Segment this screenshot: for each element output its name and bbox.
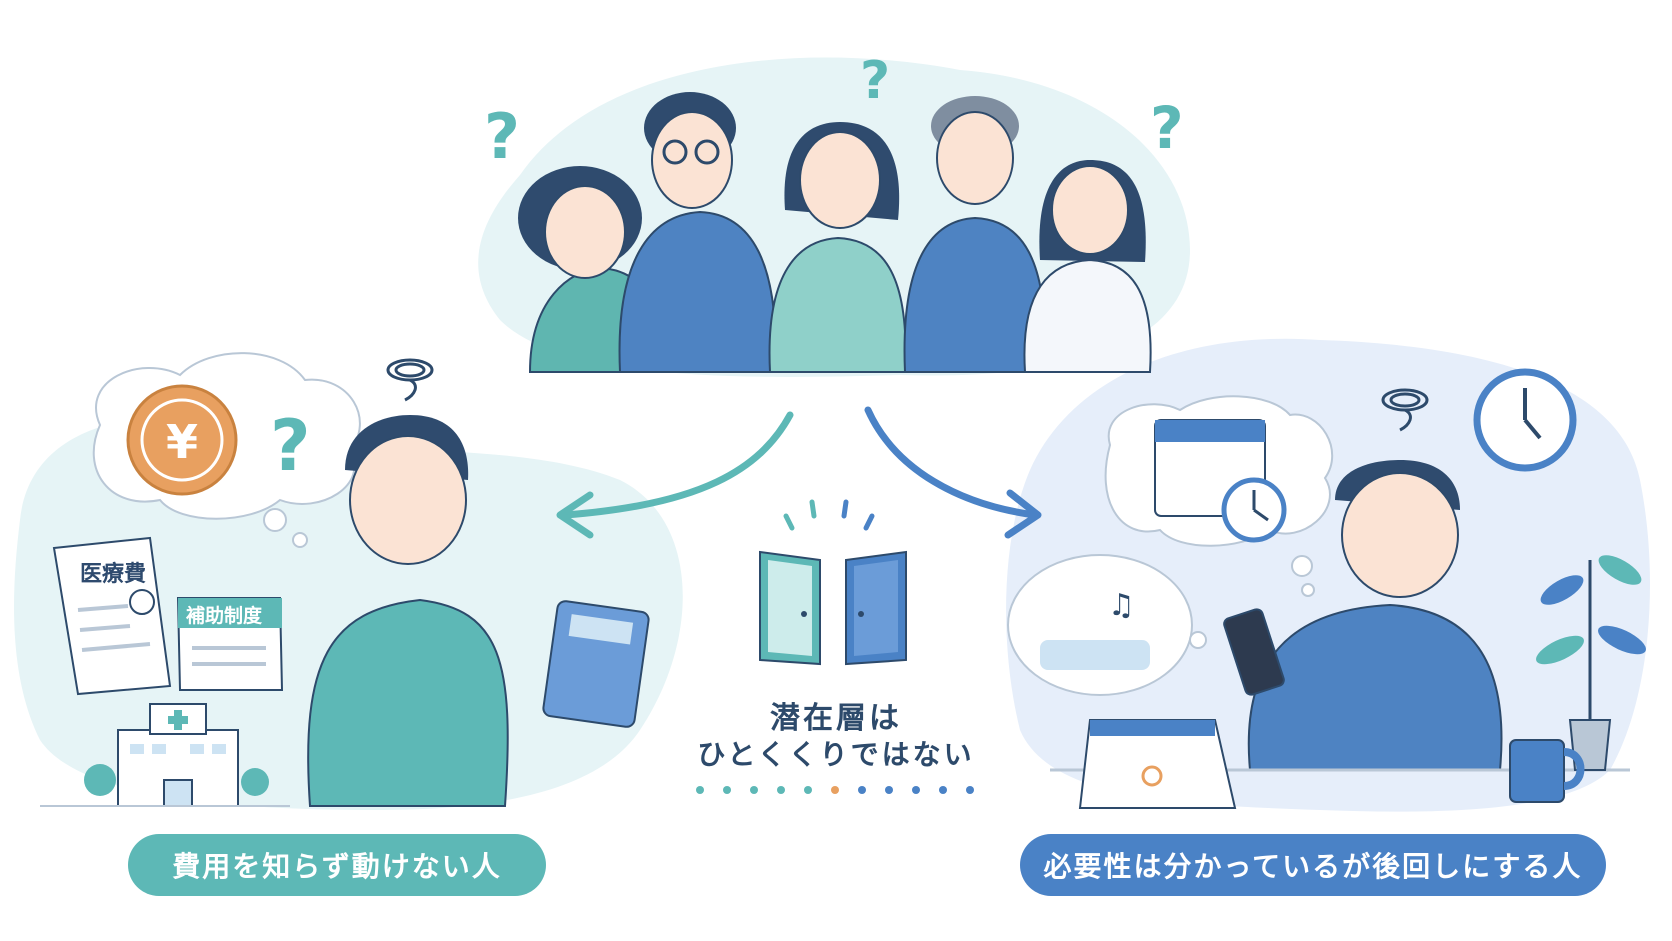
question-mark-icon: ? xyxy=(270,405,311,487)
center-title-line2: ひとくくりではない xyxy=(697,738,975,771)
hospital-icon xyxy=(40,703,290,807)
yen-coin-icon xyxy=(126,384,238,496)
coin-symbol: ¥ xyxy=(166,415,198,469)
center-title-line1: 潜在層は xyxy=(770,701,902,736)
arrow-head-right xyxy=(1004,489,1042,539)
wall-clock-icon xyxy=(1473,368,1577,472)
music-note-icon: ♫ xyxy=(1108,588,1135,623)
group-of-people xyxy=(518,92,1152,373)
person-man-with-phone xyxy=(1247,460,1503,771)
arrow-head-left xyxy=(556,491,594,539)
arrow-to-left-icon xyxy=(561,411,794,519)
question-mark-icon: ? xyxy=(484,100,520,173)
question-mark-icon: ? xyxy=(860,51,890,111)
dot-divider xyxy=(696,786,974,794)
right-group-label: 必要性は分かっているが後回しにする人 xyxy=(1020,834,1606,896)
subsidy-card xyxy=(176,597,284,691)
stress-swirl-icon xyxy=(386,358,434,402)
calculator-icon xyxy=(542,600,650,728)
subsidy-label: 補助制度 xyxy=(186,605,263,627)
person-man-thinking xyxy=(307,415,509,807)
door-icon xyxy=(845,550,907,666)
relaxing-thought-bubble: ♫ xyxy=(1007,554,1207,696)
stress-swirl-icon xyxy=(1381,388,1429,432)
mug-icon xyxy=(1509,739,1585,803)
left-group-label: 費用を知らず動けない人 xyxy=(128,834,546,896)
door-icon xyxy=(759,550,821,666)
medical-bill-document xyxy=(52,536,172,696)
question-mark-icon: ? xyxy=(1150,94,1184,162)
desk-calendar-icon xyxy=(1078,719,1237,809)
person-woman-right xyxy=(1023,160,1152,373)
person-woman-center xyxy=(768,122,907,373)
person-man-glasses xyxy=(618,92,777,373)
sparkle-lines xyxy=(783,499,875,531)
medical-bill-label: 医療費 xyxy=(80,562,147,587)
clock-icon xyxy=(1221,477,1287,543)
arrow-to-right-icon xyxy=(864,406,1039,519)
person-man-gray-hair xyxy=(903,96,1047,373)
smartphone-icon[interactable] xyxy=(1223,608,1286,696)
